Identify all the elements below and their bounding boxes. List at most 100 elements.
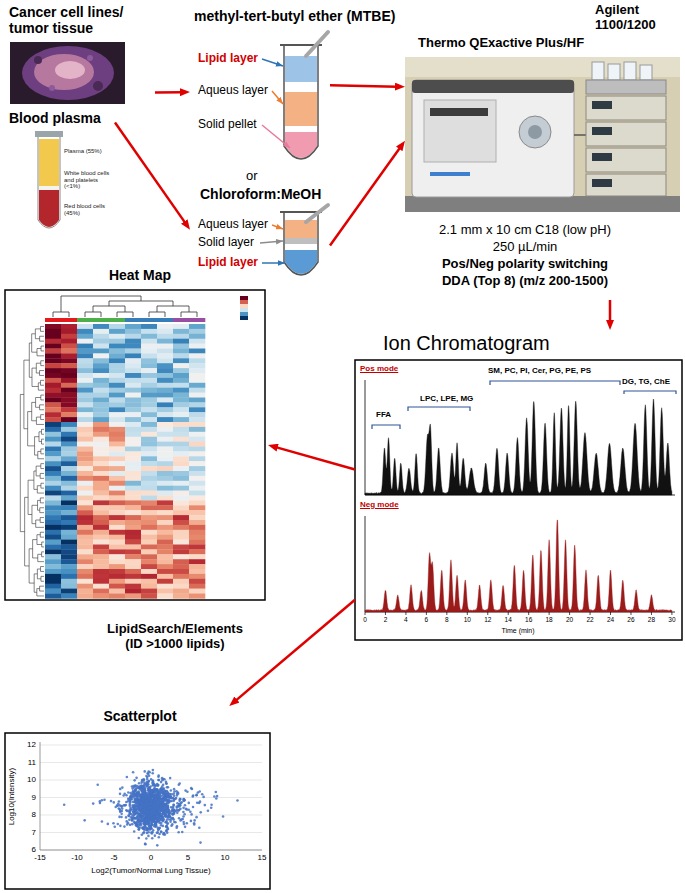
heatmap-cells: [25, 497, 29, 566]
heatmap-cells: [36, 466, 41, 476]
heatmap-cells: [125, 349, 141, 354]
heatmap-cells: [189, 486, 205, 491]
heatmap-cells: [93, 505, 109, 510]
heatmap-cells: [173, 329, 189, 334]
heatmap-cells: [61, 554, 77, 559]
tumor-image: [10, 42, 125, 104]
heatmap-cells: [157, 393, 173, 398]
heatmap-cells: [173, 388, 189, 393]
heatmap-cells: [141, 584, 157, 589]
heatmap-cells: [61, 496, 77, 501]
scatter-points: [112, 801, 115, 804]
heatmap-cells: [141, 388, 157, 393]
chloroform-tube: [285, 220, 317, 238]
mtbe-tube: [285, 56, 317, 82]
heatmap-cells: [189, 393, 205, 398]
chromatogram-trace: [590, 612, 591, 615]
heatmap-cells: [61, 358, 77, 363]
scatter-points: [170, 789, 173, 792]
heatmap-cells: [173, 422, 189, 427]
instrument-photo: [412, 80, 574, 197]
heatmap-cells: [157, 545, 173, 550]
heatmap-cells: [93, 442, 109, 447]
scatter-points: [204, 804, 207, 807]
heatmap-cells: [93, 520, 109, 525]
heatmap-cells: [45, 559, 61, 564]
heatmap-cells: [109, 545, 125, 550]
heatmap-cells: [189, 363, 205, 368]
chromatogram-trace: [487, 612, 488, 615]
heatmap-cells: [189, 515, 205, 520]
heatmap-cells: [189, 383, 205, 388]
heatmap-cells: [157, 579, 173, 584]
heatmap-cells: [157, 442, 173, 447]
heatmap-cells: [93, 530, 109, 535]
heatmap-cells: [45, 393, 61, 398]
heatmap-cells: [77, 388, 93, 393]
heatmap-cells: [141, 496, 157, 501]
heatmap-cells: [40, 473, 44, 478]
heatmap-cells: [77, 412, 93, 417]
heatmap-cells: [77, 353, 93, 358]
heatmap-cells: [173, 520, 189, 525]
scatter-points: [132, 771, 135, 774]
heatmap-cells: [93, 510, 109, 515]
heatmap-cells: [77, 398, 93, 403]
heatmap-cells: [189, 559, 205, 564]
heatmap-cells: [141, 412, 157, 417]
chromatogram-trace: [651, 612, 652, 615]
heatmap-cells: [45, 363, 61, 368]
scatter-points: [127, 809, 130, 812]
heatmap-cells: [45, 491, 61, 496]
heatmap-cells: [109, 584, 125, 589]
heatmap-cells: [36, 417, 44, 424]
scatter-points: [148, 793, 151, 796]
heatmap-cells: [125, 378, 141, 383]
heatmap-cells: [173, 594, 189, 599]
heatmap-cells: [141, 486, 157, 491]
instrument-photo: [405, 196, 680, 212]
heatmap-cells: [141, 427, 157, 432]
scatter-points: [143, 828, 146, 831]
heatmap-cells: [109, 525, 125, 530]
heatmap-cells: [149, 312, 165, 317]
heatmap-cells: [157, 432, 173, 437]
heatmap-cells: [240, 308, 248, 312]
heatmap-cells: [45, 525, 61, 530]
heatmap-cells: [125, 373, 141, 378]
scatter-points: [184, 826, 187, 829]
heatmap-cells: [77, 378, 93, 383]
heatmap-cells: [77, 569, 93, 574]
scatter-points: [177, 783, 180, 786]
heatmap-cells: [141, 393, 157, 398]
heatmap-cells: [141, 383, 157, 388]
heatmap-cells: [117, 312, 133, 317]
heatmap-cells: [189, 545, 205, 550]
heatmap-cells: [125, 427, 141, 432]
scatter-points: [162, 784, 165, 787]
heatmap-cells: [20, 296, 248, 599]
heatmap-cells: [125, 486, 141, 491]
chromatogram-trace: [365, 612, 366, 615]
heatmap-cells: [93, 549, 109, 554]
heatmap-cells: [93, 344, 109, 349]
heatmap-cells: [189, 579, 205, 584]
mtbe-tube: [272, 91, 283, 104]
heatmap-cells: [40, 586, 44, 591]
heatmap-cells: [109, 456, 125, 461]
heatmap-cells: [93, 515, 109, 520]
heatmap-cells: [125, 363, 141, 368]
heatmap-cells: [109, 402, 125, 407]
heatmap-cells: [157, 398, 173, 403]
scatter-points: [145, 798, 148, 801]
scatter-points: [146, 832, 149, 835]
heatmap-cells: [45, 579, 61, 584]
heatmap-cells: [141, 510, 157, 515]
heatmap-cells: [45, 520, 61, 525]
heatmap-cells: [157, 368, 173, 373]
heatmap-cells: [41, 380, 44, 385]
scatter-points: [191, 788, 194, 791]
heatmap-cells: [77, 481, 93, 486]
heatmap-cells: [173, 466, 189, 471]
scatter-points: [144, 843, 147, 846]
